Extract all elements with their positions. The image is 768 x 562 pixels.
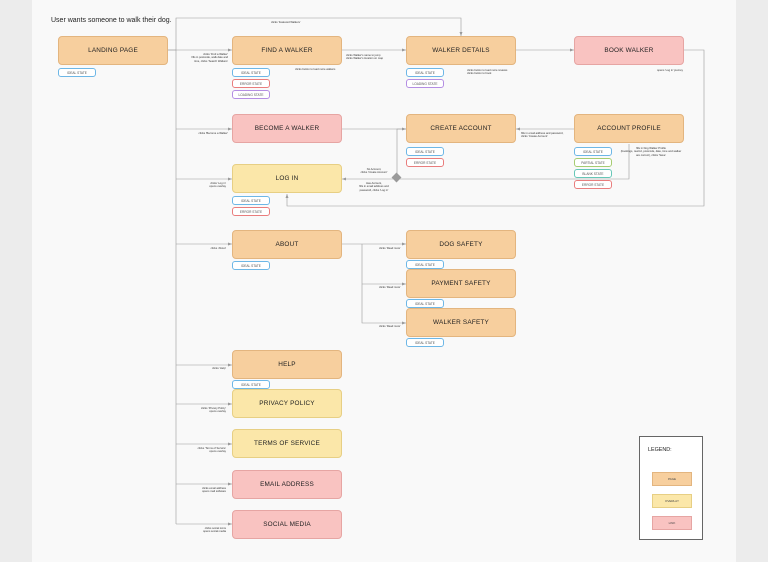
- state-blank: BLANK STATE: [574, 169, 612, 178]
- state-ideal: IDEAL STATE: [406, 260, 444, 269]
- state-partial: PARTIAL STATE: [574, 158, 612, 167]
- legend-swatch-page: PAGE: [652, 472, 692, 486]
- state-ideal: IDEAL STATE: [232, 68, 270, 77]
- connector: [286, 49, 705, 207]
- connector: [342, 144, 630, 180]
- annotation: fills in Dog Walker Profile(bookings, re…: [620, 147, 682, 157]
- node-create-account: CREATE ACCOUNT: [406, 114, 516, 143]
- node-terms-of-service: TERMS OF SERVICE: [232, 429, 342, 458]
- node-book-walker: BOOK WALKER: [574, 36, 684, 65]
- annotation: clicks 'Featured Walkers': [271, 21, 301, 24]
- annotation: opens 'Log in' journey: [657, 69, 683, 72]
- state-ideal: IDEAL STATE: [406, 338, 444, 347]
- node-become-a-walker: BECOME A WALKER: [232, 114, 342, 143]
- state-error: ERROR STATE: [232, 79, 270, 88]
- annotation: clicks 'Privacy Policy'opens overlay: [200, 407, 226, 414]
- legend-title: LEGEND:: [648, 447, 672, 453]
- node-account-profile: ACCOUNT PROFILE: [574, 114, 684, 143]
- node-privacy-policy: PRIVACY POLICY: [232, 389, 342, 418]
- legend-swatch-overlay: OVERLAY: [652, 494, 692, 508]
- state-ideal: IDEAL STATE: [58, 68, 96, 77]
- node-find-a-walker: FIND A WALKER: [232, 36, 342, 65]
- annotation: clicks 'Read more': [379, 286, 401, 289]
- node-log-in: LOG IN: [232, 164, 342, 193]
- state-loading: LOADING STATE: [406, 79, 444, 88]
- annotation: clicks 'Log in'opens overlay: [209, 182, 226, 189]
- diagram-title: User wants someone to walk their dog.: [51, 17, 172, 24]
- node-social-media: SOCIAL MEDIA: [232, 510, 342, 539]
- legend: LEGEND: PAGE OVERLAY LINK: [639, 436, 703, 540]
- node-walker-safety: WALKER SAFETY: [406, 308, 516, 337]
- state-ideal: IDEAL STATE: [232, 380, 270, 389]
- annotation: clicks 'Terms of Service'opens overlay: [197, 447, 226, 454]
- state-ideal: IDEAL STATE: [406, 299, 444, 308]
- connector: [168, 17, 462, 51]
- node-email-address: EMAIL ADDRESS: [232, 470, 342, 499]
- state-ideal: IDEAL STATE: [232, 196, 270, 205]
- annotation: No Account,clicks 'Create Account': [360, 168, 388, 175]
- node-about: ABOUT: [232, 230, 342, 259]
- node-landing-page: LANDING PAGE: [58, 36, 168, 65]
- node-help: HELP: [232, 350, 342, 379]
- annotation: clicks 'Become a Walker': [198, 132, 228, 135]
- node-dog-safety: DOG SAFETY: [406, 230, 516, 259]
- annotation: clicks 'About': [210, 247, 226, 250]
- annotation: clicks 'Read more': [379, 325, 401, 328]
- state-ideal: IDEAL STATE: [232, 261, 270, 270]
- legend-swatch-link: LINK: [652, 516, 692, 530]
- annotation: clicks 'Find a Walker'fills in postcode,…: [191, 53, 228, 63]
- state-error: ERROR STATE: [232, 207, 270, 216]
- diagram-canvas: [32, 0, 736, 562]
- state-loading: LOADING STATE: [232, 90, 270, 99]
- state-error: ERROR STATE: [406, 158, 444, 167]
- state-ideal: IDEAL STATE: [406, 147, 444, 156]
- state-error: ERROR STATE: [574, 180, 612, 189]
- state-ideal: IDEAL STATE: [406, 68, 444, 77]
- node-walker-details: WALKER DETAILS: [406, 36, 516, 65]
- state-ideal: IDEAL STATE: [574, 147, 612, 156]
- connector: [396, 128, 406, 178]
- connector: [361, 244, 406, 324]
- annotation: clicks button to load more walkers: [295, 68, 336, 71]
- node-payment-safety: PAYMENT SAFETY: [406, 269, 516, 298]
- annotation: clicks 'Read more': [379, 247, 401, 250]
- annotation: fills in email address and password,clic…: [521, 132, 564, 139]
- annotation: clicks 'Help': [212, 367, 226, 370]
